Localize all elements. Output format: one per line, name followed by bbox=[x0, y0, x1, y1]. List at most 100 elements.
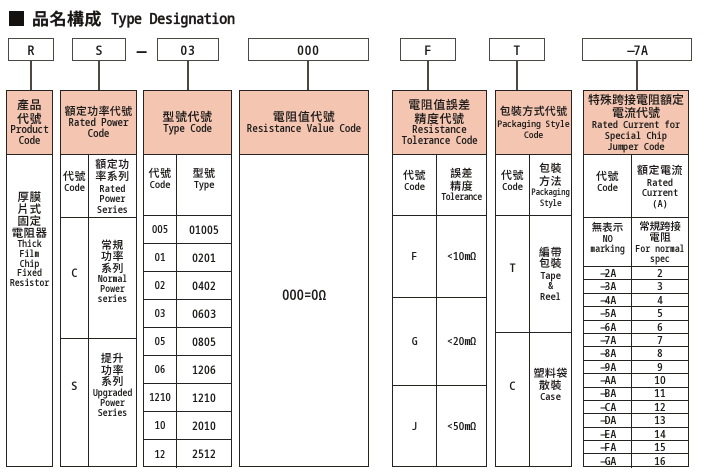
type-code-header-chinese: 型號代號 bbox=[162, 108, 213, 126]
column-tolerance-code: 電阻值誤差 精度代號 Resistance Tolerance Code 代號 … bbox=[392, 90, 487, 467]
rated-power-row-upgraded: S 提升 功率 系列 Upgraded Power Series bbox=[61, 339, 136, 466]
resistance-value-cell: 000=0Ω bbox=[240, 155, 368, 467]
label-style-en: Packaging Style bbox=[531, 186, 570, 209]
connector-line-power bbox=[98, 61, 100, 90]
jumper-current-col-label: 額定電流 Rated Current (A) bbox=[632, 155, 688, 217]
packaging-header-english: Packaging Style Code bbox=[497, 117, 570, 142]
current-row: -7A 7 bbox=[584, 332, 688, 348]
power-series-upgraded: 提升 功率 系列 Upgraded Power Series bbox=[89, 339, 136, 466]
type-size-cell: 0201 bbox=[192, 250, 216, 266]
power-series-normal-zh: 常規 功率 系列 bbox=[101, 236, 124, 276]
type-code-cell: 01 bbox=[144, 244, 177, 271]
current-code-cell: -8A bbox=[584, 346, 632, 361]
code-separator-dash: — bbox=[136, 36, 147, 63]
packaging-case-zh: 塑料袋 散裝 bbox=[533, 365, 568, 393]
packaging-row-tape: T 編帶 包裝 Tape & Reel bbox=[496, 216, 571, 333]
type-code-cell: 005 bbox=[144, 216, 177, 243]
label-code-zh: 代號 bbox=[596, 167, 619, 184]
product-code-header: 產品 代號 Product Code bbox=[7, 91, 52, 155]
type-size-cell: 2010 bbox=[192, 418, 216, 434]
connector-line-tolerance bbox=[427, 61, 429, 90]
type-code-header: 型號代號 Type Code bbox=[144, 91, 231, 155]
current-amps-cell: 12 bbox=[654, 399, 666, 415]
jumper-current-header-english: Rated Current for Special Chip Jumper Co… bbox=[591, 117, 681, 153]
tolerance-value-cell: <50mΩ bbox=[447, 419, 476, 434]
tolerance-subheader: 代號 Code 誤差 精度 Tolerance bbox=[393, 155, 486, 216]
current-code-cell: -2A bbox=[584, 266, 632, 281]
label-code-zh: 代號 bbox=[148, 164, 172, 181]
code-box-type: 03 bbox=[157, 38, 219, 61]
connector-line-resistance bbox=[307, 61, 309, 90]
current-code-cell: -BA bbox=[584, 386, 632, 401]
type-size-cell: 1206 bbox=[192, 362, 216, 378]
current-amps-cell: 9 bbox=[657, 359, 663, 375]
current-amps-cell: 5 bbox=[657, 306, 663, 322]
type-row: 01 0201 bbox=[144, 244, 231, 272]
no-marking-en: NO marking bbox=[590, 231, 625, 255]
current-amps-cell: 11 bbox=[654, 386, 666, 402]
tolerance-value-cell: <10mΩ bbox=[447, 249, 476, 264]
resistance-value-header-chinese: 電阻值代號 bbox=[272, 108, 336, 126]
label-code-en: Code bbox=[404, 179, 425, 193]
current-amps-cell: 16 bbox=[654, 453, 666, 469]
current-amps-cell: 14 bbox=[654, 426, 666, 442]
current-code-cell: -GA bbox=[584, 454, 632, 469]
current-code-cell: -7A bbox=[584, 333, 632, 348]
page-title-english: Type Designation bbox=[111, 7, 235, 29]
rated-power-subheader: 代號 Code 額定功 率系列 Rated Power Series bbox=[61, 155, 136, 218]
label-type-zh: 型號 bbox=[192, 164, 216, 181]
resistance-value-header-english: Resistance Value Code bbox=[246, 121, 362, 136]
product-header-english: Product Code bbox=[10, 123, 49, 148]
product-description-cell: 厚膜 片式 固定 電阻器 Thick Film Chip Fixed Resis… bbox=[7, 155, 52, 467]
power-code-s: S bbox=[61, 339, 89, 466]
jumper-no-marking-cell: 無表示 NO marking bbox=[584, 218, 632, 266]
connector-line-packaging bbox=[516, 61, 518, 90]
column-jumper-current-code: 特殊跨接電阻額定 電流代號 Rated Current for Special … bbox=[583, 90, 689, 469]
current-amps-cell: 7 bbox=[657, 332, 663, 348]
column-packaging-style-code: 包裝方式代號 Packaging Style Code 代號 Code 包裝 方… bbox=[495, 90, 572, 467]
rated-power-header-english: Rated Power Code bbox=[68, 116, 129, 142]
current-code-cell: -5A bbox=[584, 306, 632, 321]
type-code-header-english: Type Code bbox=[163, 121, 212, 136]
current-amps-cell: 10 bbox=[654, 373, 666, 389]
type-code-cell: 10 bbox=[144, 412, 177, 439]
label-current-zh: 額定電流 bbox=[637, 162, 683, 178]
current-amps-cell: 6 bbox=[657, 319, 663, 335]
tolerance-header-chinese: 電阻值誤差 精度代號 bbox=[408, 96, 471, 127]
current-code-cell: -4A bbox=[584, 293, 632, 308]
power-code-c: C bbox=[61, 218, 89, 338]
current-amps-cell: 4 bbox=[657, 292, 663, 308]
current-code-cell: -CA bbox=[584, 400, 632, 415]
type-code-subheader: 代號 Code 型號 Type bbox=[144, 155, 231, 216]
label-code-en: Code bbox=[64, 180, 85, 194]
no-marking-zh: 無表示 bbox=[591, 220, 624, 236]
packaging-tape-cell: 編帶 包裝 Tape & Reel bbox=[530, 216, 571, 332]
jumper-current-header-chinese: 特殊跨接電阻額定 電流代號 bbox=[587, 91, 684, 122]
connector-line-product bbox=[30, 61, 32, 90]
label-current-en: Rated Current (A) bbox=[641, 174, 679, 210]
current-row: -BA 11 bbox=[584, 386, 688, 402]
packaging-case-cell: 塑料袋 散裝 Case bbox=[530, 333, 571, 467]
type-code-col-label: 代號 Code bbox=[144, 155, 177, 215]
power-series-upgraded-en: Upgraded Power Series bbox=[92, 385, 133, 419]
label-type-en: Type bbox=[193, 177, 215, 191]
title-bullet-square bbox=[9, 11, 24, 26]
code-box-product: R bbox=[8, 38, 54, 61]
label-code-zh: 代號 bbox=[63, 167, 86, 184]
current-amps-cell: 13 bbox=[654, 413, 666, 429]
type-code-cell: 02 bbox=[144, 272, 177, 299]
code-box-current: -7A bbox=[582, 38, 692, 61]
label-series-en: Rated Power Series bbox=[96, 180, 129, 216]
tolerance-code-cell: F bbox=[393, 216, 437, 297]
current-code-cell: -9A bbox=[584, 360, 632, 375]
label-code-en: Code bbox=[502, 179, 523, 193]
